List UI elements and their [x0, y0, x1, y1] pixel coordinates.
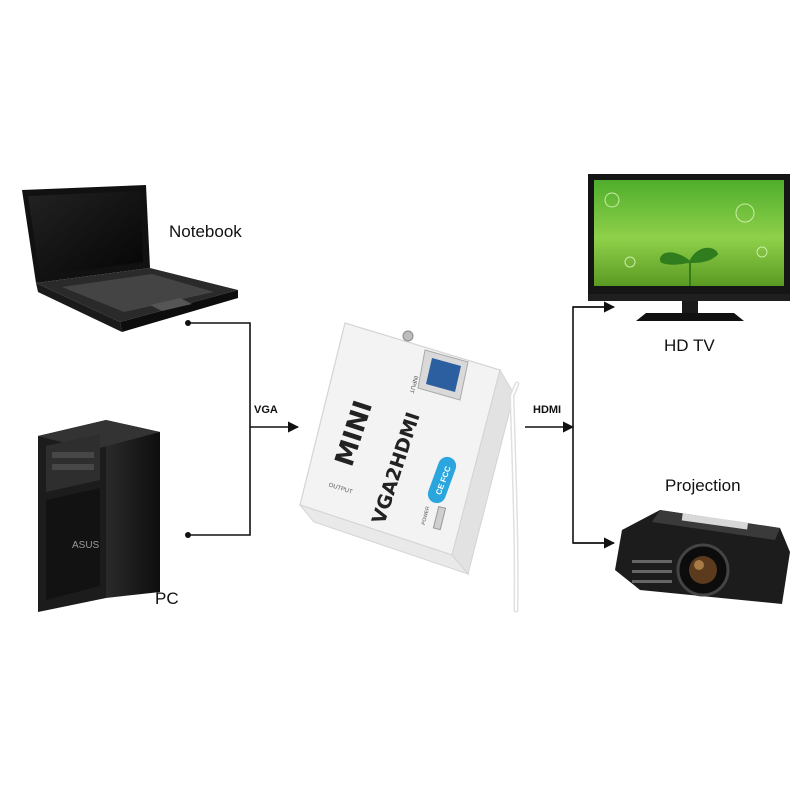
- hdmi-label: HDMI: [533, 404, 562, 416]
- pc-label: PC: [155, 589, 179, 608]
- input-port-text: INPUT: [408, 375, 419, 394]
- notebook-illustration: [22, 185, 238, 332]
- vga-label: VGA: [254, 404, 278, 416]
- vga-port-socket: [426, 358, 461, 392]
- vga2hdmi-converter: CE FCC MINI VGA2HDMI INPUT OUTPUT POWER: [298, 322, 515, 576]
- hdtv-illustration: [588, 174, 790, 321]
- hdtv-label: HD TV: [664, 336, 715, 355]
- hdmi-wire: [525, 301, 616, 549]
- notebook-label: Notebook: [169, 222, 242, 241]
- audio-jack: [402, 330, 414, 342]
- projection-label: Projection: [665, 476, 741, 495]
- usb-power-port: [432, 505, 447, 531]
- power-port-text: POWER: [421, 505, 431, 525]
- ce-badge: CE FCC: [427, 456, 457, 504]
- projector-illustration: [615, 510, 790, 604]
- hdmi-cable: [509, 381, 520, 613]
- vga-wire: [185, 320, 300, 538]
- pc-brand: ASUS: [72, 540, 100, 551]
- pc-illustration: ASUS: [38, 420, 160, 612]
